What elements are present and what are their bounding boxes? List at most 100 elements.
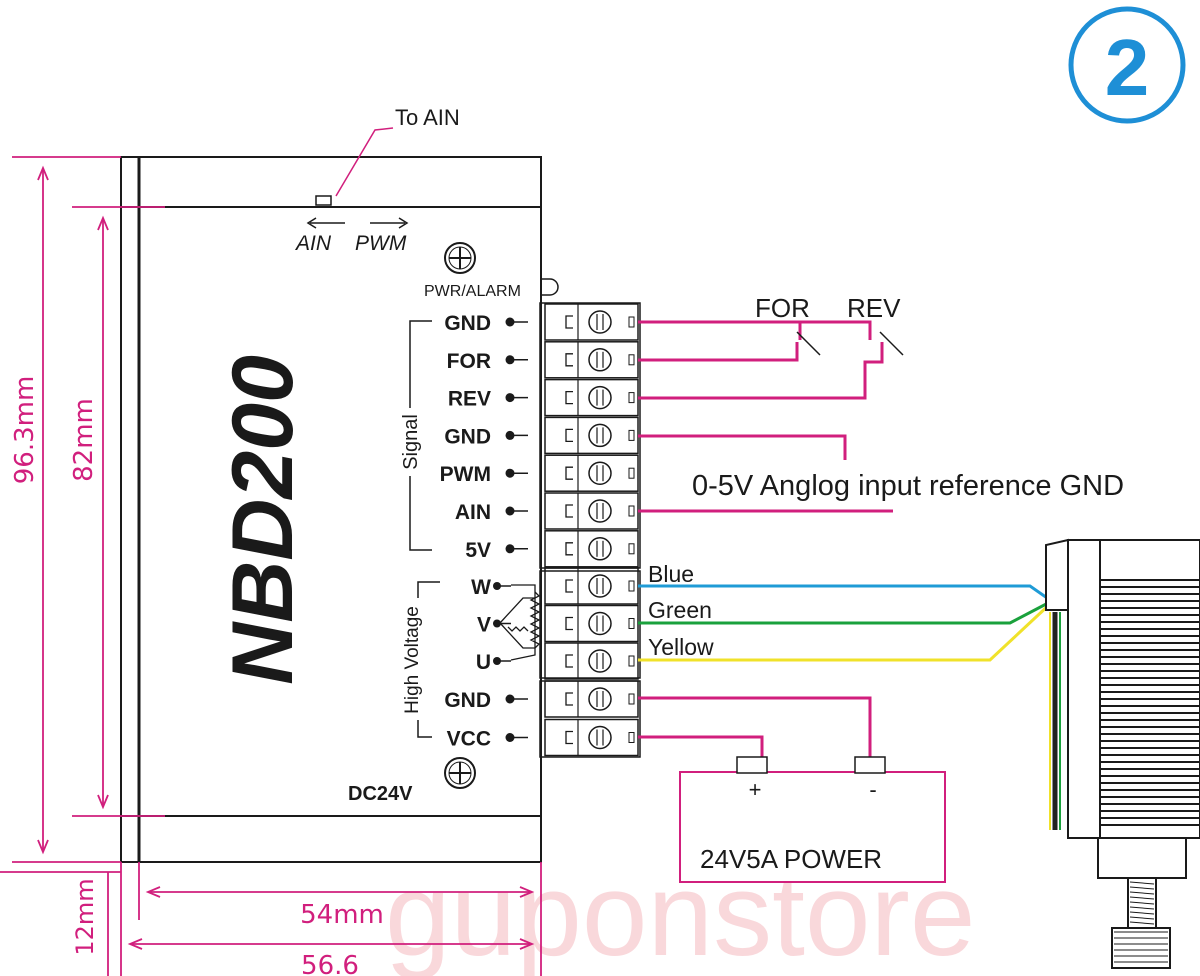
terminal-screw-icon xyxy=(588,649,612,673)
terminal-window xyxy=(628,505,635,517)
dim-height-total-label: 96.3mm xyxy=(10,376,40,485)
terminal-clip-icon xyxy=(565,730,573,745)
switch-for-label: FOR xyxy=(755,293,810,323)
terminal-block xyxy=(539,302,641,758)
arrow-up-icon xyxy=(97,215,109,231)
screw-icon xyxy=(444,242,476,274)
arrow-right-head-icon xyxy=(398,217,409,229)
arrow-down-icon xyxy=(37,839,49,855)
winding-coil-icon xyxy=(507,626,529,632)
winding-link xyxy=(510,584,536,661)
power-supply-box xyxy=(679,771,946,883)
hv-bracket-gap xyxy=(404,598,430,720)
pin-label-pwm: PWM xyxy=(440,463,491,486)
potentiometer-top xyxy=(444,242,476,274)
shaft-thread xyxy=(1129,896,1155,900)
pin-label-gnd: GND xyxy=(444,689,491,712)
terminal-clip-icon xyxy=(565,692,573,706)
terminal-screw-icon xyxy=(588,725,612,750)
shaft-thread xyxy=(1129,921,1155,925)
shaft-thread xyxy=(1129,916,1155,920)
terminal-screw-icon xyxy=(588,574,612,598)
terminal-clip-icon xyxy=(565,315,573,329)
terminal-screw-icon xyxy=(588,423,612,448)
arrow-right-icon xyxy=(519,938,535,950)
plus-label: + xyxy=(749,777,762,802)
wire-for xyxy=(638,342,799,362)
pin-label-gnd: GND xyxy=(444,425,491,448)
terminal-window xyxy=(628,580,635,592)
dim-width-total-label: 56.6 xyxy=(301,951,359,976)
terminal-clip-icon xyxy=(565,616,573,631)
pwr-alarm-label: PWR/ALARM xyxy=(424,283,521,300)
terminal-window xyxy=(628,655,635,667)
power-supply: + - 24V5A POWER xyxy=(679,756,946,883)
motor-fins xyxy=(1100,579,1200,963)
terminal-window xyxy=(628,316,635,328)
motor-side xyxy=(1067,539,1101,839)
wire-blue-label: Blue xyxy=(648,561,694,587)
switch-right-label: PWM xyxy=(355,232,407,255)
analog-reference-note: 0-5V Anglog input reference GND xyxy=(692,470,1124,502)
terminal-window xyxy=(628,392,635,404)
arrow-right-icon xyxy=(519,886,535,898)
terminal-screw-icon xyxy=(588,499,612,523)
motor-flange xyxy=(1097,837,1187,879)
housing-outline xyxy=(120,156,542,863)
supply-label: DC24V xyxy=(348,783,413,805)
led-icon xyxy=(541,278,559,296)
arrow-left-head-icon xyxy=(306,217,317,229)
pin-label-u: U xyxy=(476,651,491,674)
terminal-group-outline xyxy=(539,680,641,758)
wire-vcc-power xyxy=(638,735,764,757)
screw-icon xyxy=(444,757,476,789)
pin-label-gnd: GND xyxy=(444,312,491,335)
terminal-window xyxy=(628,618,635,629)
terminal-plus-icon xyxy=(736,756,768,774)
terminal-screw-icon xyxy=(588,348,612,372)
switch-contacts xyxy=(796,331,904,356)
power-supply-label: 24V5A POWER xyxy=(700,844,882,874)
pin-label-ain: AIN xyxy=(455,501,491,524)
arrow-up-icon xyxy=(37,165,49,181)
winding-coil-icon xyxy=(529,591,541,649)
switch-left-label: AIN xyxy=(294,232,332,255)
potentiometer-bottom xyxy=(444,757,476,789)
terminal-clip-icon xyxy=(565,504,573,518)
wire-yellow-label: Yellow xyxy=(648,634,714,660)
wire-rev xyxy=(638,342,884,400)
wire-yellow xyxy=(638,602,1052,662)
shaft-thread xyxy=(1129,911,1155,915)
motor-wiring xyxy=(638,584,1052,662)
terminal-screw-icon xyxy=(588,537,612,561)
dim-width-inner-label: 54mm xyxy=(300,900,384,930)
wire-green-label: Green xyxy=(648,597,712,623)
dim-depth-label: 12mm xyxy=(71,878,99,955)
wire-gnd-power xyxy=(638,696,872,757)
arrow-left-icon xyxy=(145,886,161,898)
switch-rev-contact-icon xyxy=(879,331,904,356)
minus-label: - xyxy=(869,777,876,802)
winding-link xyxy=(499,597,535,624)
terminal-clip-icon xyxy=(565,390,573,405)
signal-group-label: Signal xyxy=(400,414,422,470)
pin-label-rev: REV xyxy=(448,388,491,411)
terminal-clip-icon xyxy=(565,353,573,367)
terminal-window xyxy=(628,732,635,743)
pin-label-w: W xyxy=(471,576,491,599)
shaft-thread xyxy=(1129,886,1155,890)
terminal-window xyxy=(628,693,635,705)
dimension-lines xyxy=(0,156,542,976)
motor-connector xyxy=(1045,538,1069,611)
switch-callout-line xyxy=(335,127,394,197)
winding-link xyxy=(499,622,535,649)
wire-gnd-rev xyxy=(800,320,872,340)
terminal-cell xyxy=(544,454,639,492)
terminal-window xyxy=(628,467,635,479)
arrow-left-icon xyxy=(127,938,143,950)
terminal-window xyxy=(628,354,635,366)
step-badge: 2 xyxy=(1068,6,1186,124)
switch-rev-label: REV xyxy=(847,293,901,323)
